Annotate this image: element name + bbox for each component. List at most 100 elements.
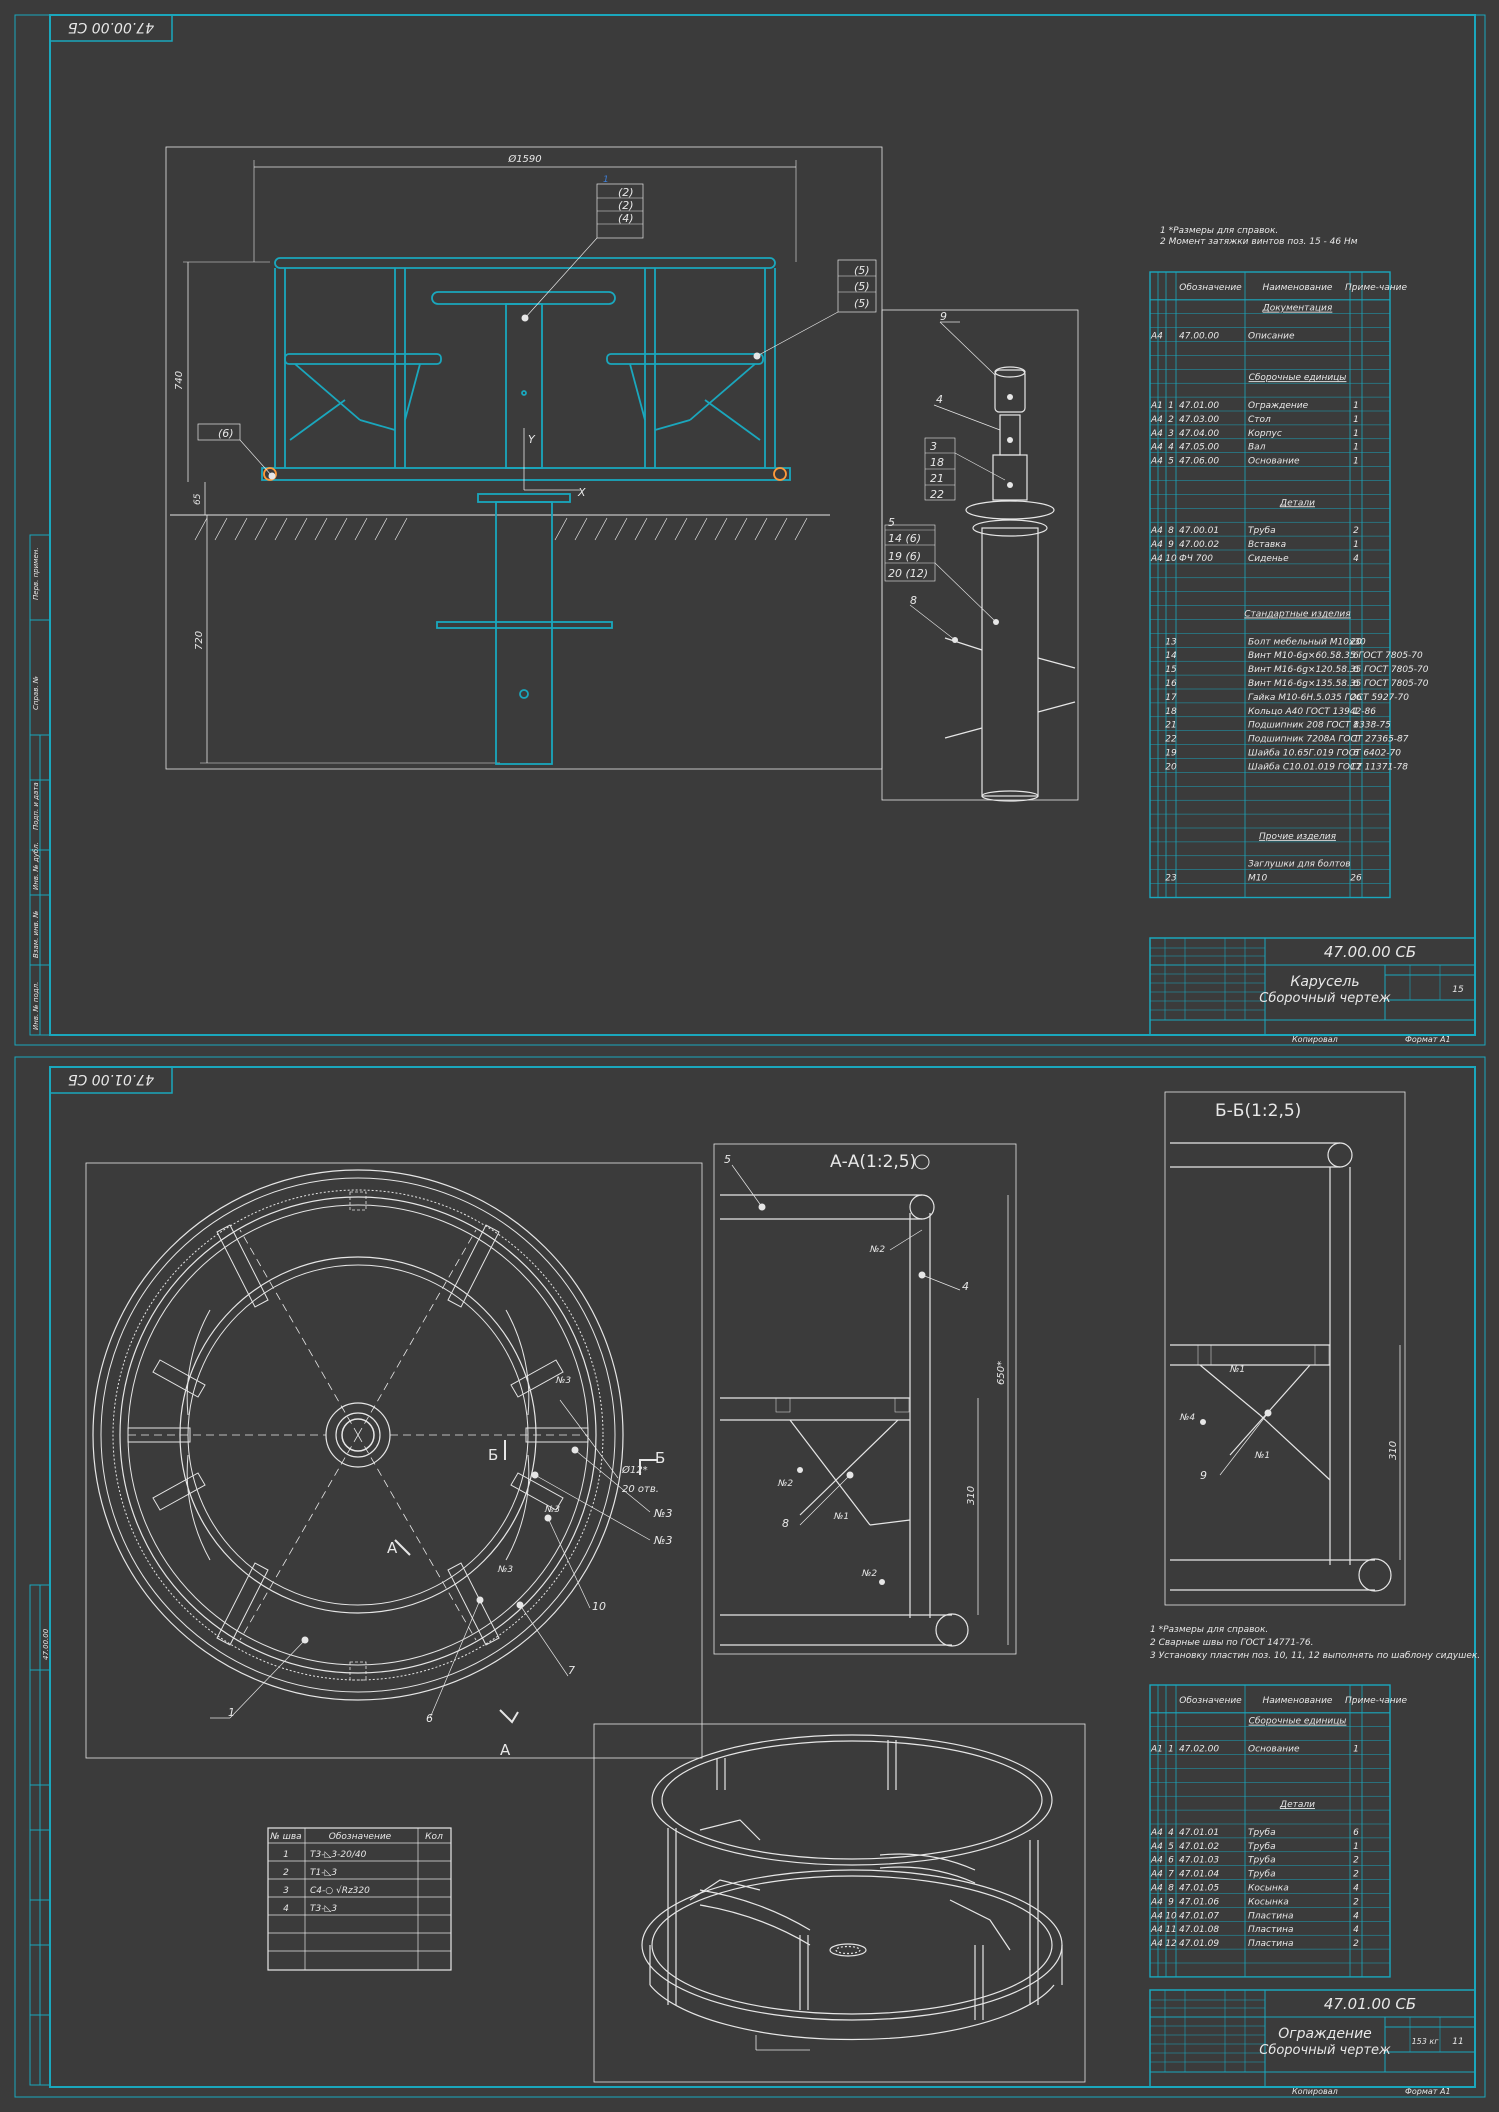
sheet2-outer-frame — [14, 1056, 1486, 2098]
detail-shaft-view: 9 4 3 18 21 22 5 14 (6) 19 (6) 20 (12) 8 — [881, 309, 1079, 802]
detail-callout-4: 4 — [936, 393, 943, 406]
spec2-designation-2: 47.02.00 — [1179, 1745, 1219, 1755]
spec1-format-10: А4 — [1150, 443, 1163, 453]
aa-callout-n2a: №2 — [869, 1245, 885, 1255]
detail-callout-3: 3 — [930, 440, 937, 453]
title2-name: Ограждение — [1278, 2026, 1372, 2042]
plan-callout-11: 6 — [426, 1712, 433, 1725]
bb-callout-n1a: №1 — [1229, 1365, 1245, 1375]
weld-table: № шва Обозначение Кол 1 Т3-◺3-20/40 2 Т1… — [267, 1827, 452, 1971]
detail-callout-9: 9 — [940, 310, 947, 323]
spec1-name-26: Винт М16-6g×120.58.35 ГОСТ 7805-70 — [1248, 665, 1429, 675]
spec1-header-1: Наименование — [1263, 283, 1333, 293]
spec1-designation-11: 47.06.00 — [1179, 457, 1219, 467]
spec2-qty-16: 2 — [1353, 1939, 1359, 1949]
spec1-qty-30: 1 — [1353, 721, 1359, 731]
spec1-name-28: Гайка М10-6Н.5.035 ГОСТ 5927-70 — [1248, 693, 1409, 703]
strip-sprav: Справ. № — [32, 676, 40, 710]
spec2-qty-11: 2 — [1353, 1870, 1359, 1880]
title1-name: Карусель — [1290, 974, 1359, 990]
ground-hatch — [194, 517, 808, 541]
spec1-qty-11: 1 — [1353, 457, 1359, 467]
spec1-designation-8: 47.03.00 — [1179, 415, 1219, 425]
spec1-pos-27: 16 — [1165, 679, 1177, 689]
weld-r2c1: С4-○ √Rz320 — [310, 1885, 370, 1896]
section-aa-view: А-А(1:2,5) 650* 310 — [713, 1143, 1017, 1655]
spec2-name-12: Косынка — [1248, 1884, 1289, 1894]
aa-callout-n1: №1 — [833, 1512, 849, 1522]
axis-y-label: Y — [528, 433, 536, 446]
spec1-format-9: А4 — [1150, 429, 1163, 439]
spec2-name-2: Основание — [1248, 1745, 1300, 1755]
plan-callout-n3c: №3 — [497, 1565, 513, 1575]
spec1-pos-16: 8 — [1168, 526, 1174, 536]
weld-r1c0: 2 — [283, 1868, 289, 1878]
spec2-name-14: Пластина — [1248, 1911, 1293, 1921]
spec2-designation-11: 47.01.04 — [1179, 1870, 1219, 1880]
spec1-pos-28: 17 — [1165, 693, 1177, 703]
bb-dim-310: 310 — [1388, 1441, 1399, 1460]
title2-sheets: 11 — [1452, 2037, 1463, 2047]
weld-r1c1: Т1-◺3 — [310, 1868, 337, 1878]
detail-callout-20: 20 (12) — [888, 567, 928, 580]
callout-left: (6) — [197, 423, 241, 441]
spec1-pos-33: 20 — [1165, 762, 1177, 772]
spec2-pos-16: 12 — [1165, 1939, 1177, 1949]
spec1-format-18: А4 — [1150, 554, 1163, 564]
spec1-pos-18: 10 — [1165, 554, 1177, 564]
bb-callout-9: 9 — [1200, 1469, 1207, 1482]
spec2-format-12: А4 — [1150, 1884, 1163, 1894]
spec1-designation-18: ФЧ 700 — [1179, 554, 1213, 564]
spec1-qty-28: 26 — [1350, 693, 1362, 703]
weld-r2c0: 3 — [283, 1886, 289, 1896]
plan-callout-holes: 20 отв. — [622, 1484, 659, 1495]
spec2-qty-10: 2 — [1353, 1856, 1359, 1866]
spec1-qty-31: 1 — [1353, 735, 1359, 745]
bb-callout-n1b: №1 — [1254, 1451, 1270, 1461]
spec1-qty-29: 1 — [1353, 707, 1359, 717]
spec1-format-8: А4 — [1150, 415, 1163, 425]
plan-callout-n3b: №3 — [544, 1505, 560, 1515]
detail-callout-18: 18 — [930, 456, 944, 469]
sheet-1: 47.00.00 СБ Перв. примен. Справ. № Подп.… — [14, 14, 1486, 1046]
weld-r3c1: Т3-◺3 — [310, 1904, 337, 1914]
spec2-pos-11: 7 — [1168, 1870, 1174, 1880]
detail-callout-8: 8 — [910, 594, 917, 607]
spec1-name-10: Вал — [1248, 443, 1266, 453]
spec2-qty-14: 4 — [1353, 1911, 1359, 1921]
spec1-qty-27: 6 — [1353, 679, 1359, 689]
dim-gap: 65 — [193, 493, 203, 505]
spec1-qty-25: 6 — [1353, 651, 1359, 661]
spec1-name-33: Шайба С10.01.019 ГОСТ 11371-78 — [1248, 762, 1408, 772]
spec2-pos-9: 5 — [1168, 1842, 1174, 1852]
spec1-qty-24: 20 — [1350, 637, 1362, 647]
spec1-pos-24: 13 — [1165, 637, 1177, 647]
title2-code: 47.01.00 СБ — [1324, 1995, 1416, 2013]
plan-callout-1: 1 — [228, 1706, 235, 1719]
spec1-pos-41: 23 — [1165, 874, 1177, 884]
section-aa-title: А-А(1:2,5) — [830, 1152, 916, 1172]
aa-callout-5: 5 — [724, 1153, 731, 1166]
spec1-qty-41: 26 — [1350, 874, 1362, 884]
spec2-pos-15: 11 — [1165, 1925, 1176, 1935]
spec1-name-2: Описание — [1248, 332, 1295, 342]
aa-callout-8: 8 — [782, 1517, 789, 1530]
axis-x-label: X — [577, 486, 586, 499]
sheet1-left-strip: Перв. примен. Справ. № Подп. и дата Инв.… — [29, 534, 51, 1036]
spec1-qty-33: 12 — [1350, 762, 1362, 772]
callout-main-1: (2) — [618, 186, 634, 199]
sheet1-title-block: 47.00.00 СБ Карусель Сборочный чертеж 15… — [1149, 937, 1476, 1044]
spec2-qty-9: 1 — [1353, 1842, 1359, 1852]
spec2-section-6: Детали — [1279, 1800, 1315, 1810]
spec1-qty-8: 1 — [1353, 415, 1359, 425]
sheet1-inner-frame — [49, 14, 1476, 1036]
sheet2-note-1: 1 *Размеры для справок. — [1150, 1625, 1268, 1635]
bb-callout-n4: №4 — [1179, 1413, 1195, 1423]
spec1-pos-11: 5 — [1168, 457, 1174, 467]
spec2-pos-13: 9 — [1168, 1897, 1174, 1907]
weld-h2: Кол — [425, 1832, 443, 1842]
spec1-qty-9: 1 — [1353, 429, 1359, 439]
spec2-designation-13: 47.01.06 — [1179, 1897, 1219, 1907]
spec1-qty-16: 2 — [1353, 526, 1359, 536]
